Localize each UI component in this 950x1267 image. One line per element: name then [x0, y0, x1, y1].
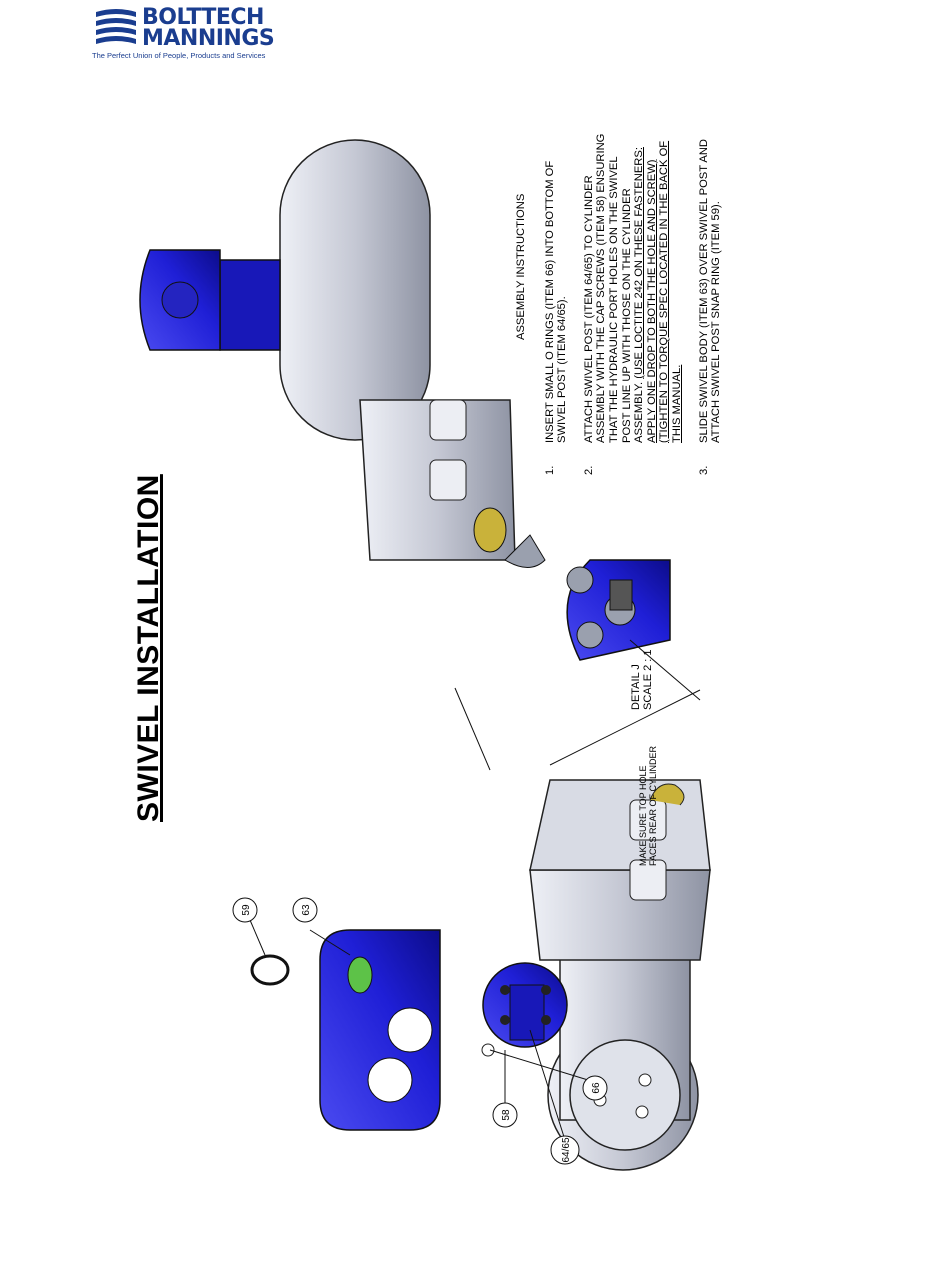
page-title: SWIVEL INSTALLATION — [132, 474, 165, 822]
callout-circles — [232, 897, 608, 1165]
step-text: SLIDE SWIVEL BODY (ITEM 63) OVER SWIVEL … — [697, 138, 723, 443]
exploded-cylinder — [547, 939, 699, 1171]
step-number: 1. — [543, 465, 556, 475]
brand-line1: BOLTTECH — [142, 7, 264, 29]
company-logo: BOLTTECH MANNINGS The Perfect Union of P… — [92, 6, 307, 61]
assembly-instructions: ASSEMBLY INSTRUCTIONS 1. INSERT SMALL O … — [515, 125, 737, 475]
drawing-sheet: 59 63 58 64/65 66 SWI — [110, 120, 760, 1200]
exploded-assembly-drawing: 59 63 58 64/65 66 — [139, 139, 711, 1171]
brand-tech: TECH — [201, 5, 264, 30]
instruction-step-2: 2. ATTACH SWIVEL POST (ITEM 64/65) TO CY… — [583, 125, 684, 475]
instruction-step-1: 1. INSERT SMALL O RINGS (ITEM 66) INTO B… — [544, 125, 569, 475]
brand-bolt: BOLT — [142, 5, 202, 30]
assembled-assembly — [139, 139, 546, 568]
callout-63: 63 — [301, 904, 312, 916]
brand-line2: MANNINGS — [142, 26, 275, 51]
exploded-snap-ring — [250, 954, 290, 986]
step-number: 3. — [697, 465, 710, 475]
step-text: INSERT SMALL O RINGS (ITEM 66) INTO BOTT… — [543, 160, 569, 443]
instructions-heading: ASSEMBLY INSTRUCTIONS — [515, 193, 527, 340]
spring-logo-icon — [96, 9, 136, 44]
brand-tagline: The Perfect Union of People, Products an… — [92, 51, 266, 60]
callout-leaders — [249, 687, 589, 1141]
callout-59: 59 — [241, 904, 252, 916]
callout-66: 66 — [591, 1082, 602, 1094]
exploded-swivel-post — [481, 962, 568, 1057]
note-line2: FACES REAR OF CYLINDER — [648, 745, 658, 866]
exploded-mount-block — [529, 779, 711, 961]
detail-j-view — [549, 559, 701, 766]
orientation-note: MAKE SURE TOP HOLE FACES REAR OF CYLINDE… — [638, 686, 658, 866]
instruction-step-3: 3. SLIDE SWIVEL BODY (ITEM 63) OVER SWIV… — [698, 125, 723, 475]
callout-64-65: 64/65 — [561, 1137, 572, 1162]
callout-58: 58 — [501, 1109, 512, 1121]
exploded-swivel-body — [319, 929, 441, 1131]
step-number: 2. — [582, 465, 595, 475]
note-line1: MAKE SURE TOP HOLE — [638, 765, 648, 866]
